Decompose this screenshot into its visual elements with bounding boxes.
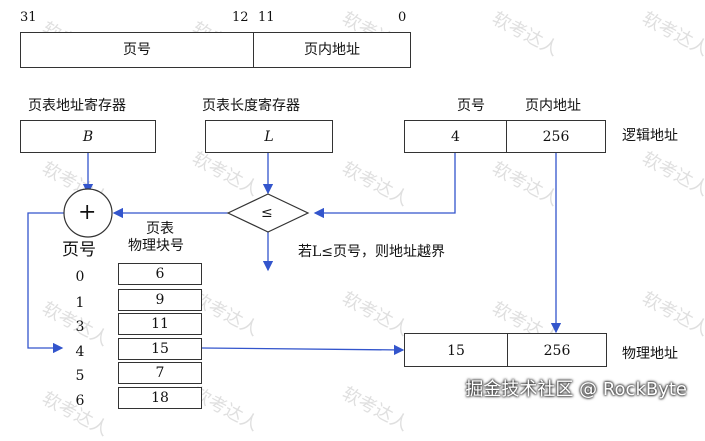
adder-plus-symbol: + [78, 200, 97, 225]
page-table-subtitle: 物理块号 [128, 238, 184, 254]
pt-page-0: 0 [75, 269, 85, 285]
pt-block-1: 9 [118, 289, 202, 311]
physical-offset-box: 256 [507, 333, 607, 367]
len-register-box: L [205, 120, 333, 153]
arrow-adder-to-table [27, 212, 64, 354]
len-register-value: L [264, 129, 274, 145]
ptr-register-label: 页表地址寄存器 [28, 98, 126, 114]
logical-offset-value: 256 [542, 129, 570, 145]
logical-offset-header: 页内地址 [525, 98, 581, 114]
pt-block-3: 15 [118, 338, 202, 360]
len-register-label: 页表长度寄存器 [202, 98, 300, 114]
arrow-table-to-physical [201, 344, 405, 356]
physical-block-box: 15 [404, 333, 508, 367]
logical-page-box: 4 [404, 120, 507, 153]
pt-page-3: 4 [75, 344, 85, 360]
pt-page-1: 1 [75, 295, 85, 311]
physical-block-value: 15 [447, 343, 465, 359]
logical-page-value: 4 [451, 129, 460, 145]
pt-block-5: 18 [118, 387, 202, 409]
page-offset-field: 页内地址 [253, 32, 411, 68]
page-number-label: 页号 [123, 42, 151, 58]
arrow-page-to-compare [313, 153, 456, 219]
bit-11-label: 11 [258, 10, 275, 25]
bit-12-label: 12 [232, 10, 249, 25]
page-offset-label: 页内地址 [304, 42, 360, 58]
connector-lines [27, 153, 562, 356]
pt-block-2: 11 [118, 313, 202, 335]
pt-block-0: 6 [118, 263, 202, 285]
physical-address-label: 物理地址 [622, 346, 678, 362]
pt-page-5: 6 [75, 393, 85, 409]
logical-address-label: 逻辑地址 [622, 128, 678, 144]
page-number-field: 页号 [20, 32, 254, 68]
page-table-title: 页表 [146, 221, 174, 237]
pt-page-2: 3 [75, 319, 85, 335]
logical-offset-box: 256 [506, 120, 606, 153]
physical-offset-value: 256 [543, 343, 571, 359]
page-table-side-label: 页号 [62, 240, 96, 260]
pt-block-4: 7 [118, 362, 202, 384]
bit-31-label: 31 [20, 10, 37, 25]
bound-note: 若L≤页号，则地址越界 [298, 244, 446, 260]
adder-circle [63, 188, 113, 238]
bit-0-label: 0 [398, 10, 407, 25]
compare-diamond [226, 193, 310, 233]
source-credit: 掘金技术社区 @ RockByte [465, 379, 687, 400]
compare-symbol: ≤ [261, 205, 273, 221]
logical-page-header: 页号 [457, 98, 485, 114]
ptr-register-value: B [82, 129, 94, 145]
pt-page-4: 5 [75, 368, 85, 384]
ptr-register-box: B [20, 120, 156, 153]
